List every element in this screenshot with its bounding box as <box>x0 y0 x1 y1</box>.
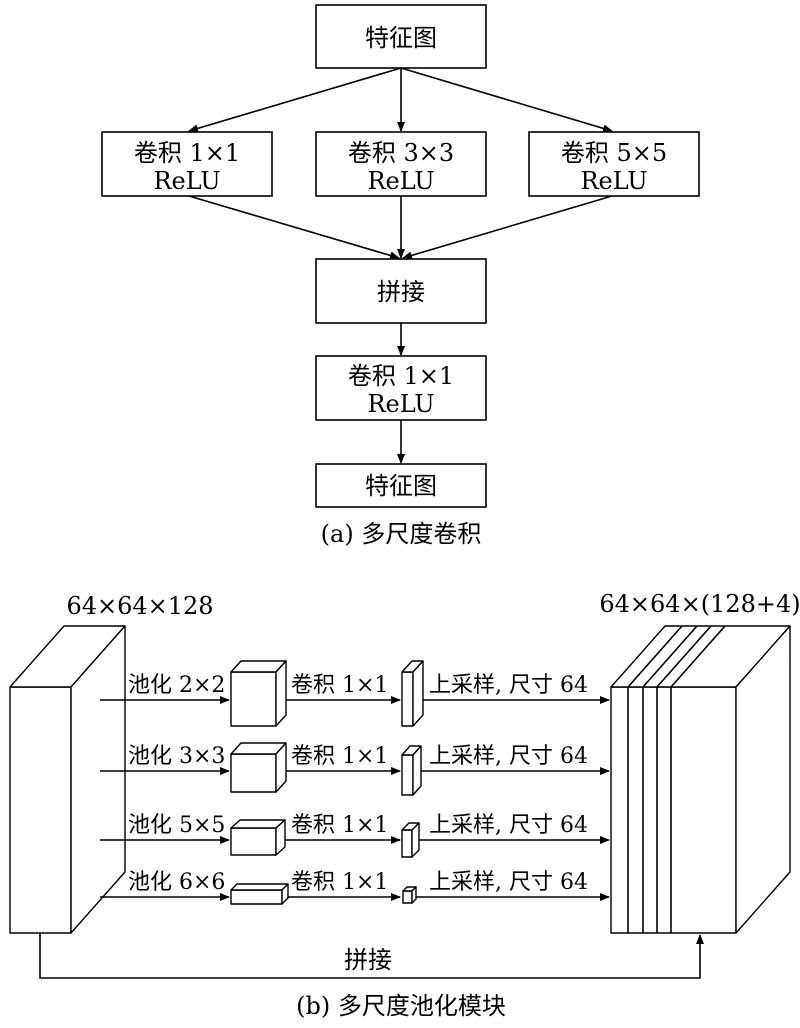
concat-box <box>315 258 487 324</box>
conv-label-1: 卷积 1×1 <box>291 673 388 698</box>
caption-a: (a) 多尺度卷积 <box>321 520 482 548</box>
upsample-label-3: 上采样, 尺寸 64 <box>429 813 588 838</box>
conv-block-1 <box>401 660 424 727</box>
conv-label-3: 卷积 1×1 <box>291 813 388 838</box>
input-feature-block <box>9 625 126 934</box>
conv-label-2: 卷积 1×1 <box>291 744 388 769</box>
conv-block-3 <box>401 822 420 858</box>
pool-label-4: 池化 6×6 <box>128 870 225 895</box>
input-size-label: 64×64×128 <box>66 592 213 620</box>
pooled-block-2 <box>230 742 287 793</box>
output-feature-map-box <box>315 463 487 508</box>
pool-label-3: 池化 5×5 <box>128 813 225 838</box>
pooled-block-1 <box>230 660 287 727</box>
arrow-branch-3-to-concat <box>402 195 613 260</box>
pooled-block-3 <box>230 819 286 856</box>
skip-concat-label: 拼接 <box>344 946 392 974</box>
skip-connection-arrow <box>39 933 704 979</box>
branch-1-conv-label: 卷积 1×1 <box>134 139 240 167</box>
input-feature-map-label: 特征图 <box>365 24 437 52</box>
branch-1-relu-label: ReLU <box>153 167 220 195</box>
post-conv-relu-label: ReLU <box>367 390 434 418</box>
conv-block-2 <box>401 745 422 796</box>
branch-3-relu-label: ReLU <box>580 167 647 195</box>
conv-label-4: 卷积 1×1 <box>291 870 388 895</box>
part-a-multiscale-conv: 特征图 卷积 1×1 ReLU 卷积 3×3 ReLU 卷积 5×5 ReLU … <box>101 4 700 548</box>
branch-2-conv-label: 卷积 3×3 <box>348 139 454 167</box>
part-b-multiscale-pooling: 64×64×128 池化 2×2 卷积 1×1 上采样, 尺寸 64 池化 3×… <box>9 590 800 1020</box>
concat-label: 拼接 <box>377 278 425 306</box>
output-feature-map-label: 特征图 <box>365 472 437 500</box>
upsample-label-4: 上采样, 尺寸 64 <box>429 870 588 895</box>
pooled-block-4 <box>230 883 289 905</box>
branch-2-relu-label: ReLU <box>367 167 434 195</box>
branch-1-box <box>101 131 273 197</box>
conv-block-4 <box>402 886 417 904</box>
pool-label-1: 池化 2×2 <box>128 673 225 698</box>
arrow-to-branch-3 <box>400 67 613 133</box>
output-feature-block <box>610 625 791 934</box>
arrow-branch-1-to-concat <box>188 195 400 260</box>
branch-3-conv-label: 卷积 5×5 <box>561 139 667 167</box>
branch-3-box <box>528 131 700 197</box>
pool-label-2: 池化 3×3 <box>128 744 225 769</box>
upsample-label-2: 上采样, 尺寸 64 <box>429 744 588 769</box>
output-size-label: 64×64×(128+4) <box>599 590 800 618</box>
arrow-to-branch-1 <box>188 67 402 133</box>
input-feature-map-box <box>315 4 487 69</box>
caption-b: (b) 多尺度池化模块 <box>296 992 506 1020</box>
post-conv-conv-label: 卷积 1×1 <box>348 362 454 390</box>
upsample-label-1: 上采样, 尺寸 64 <box>429 673 588 698</box>
